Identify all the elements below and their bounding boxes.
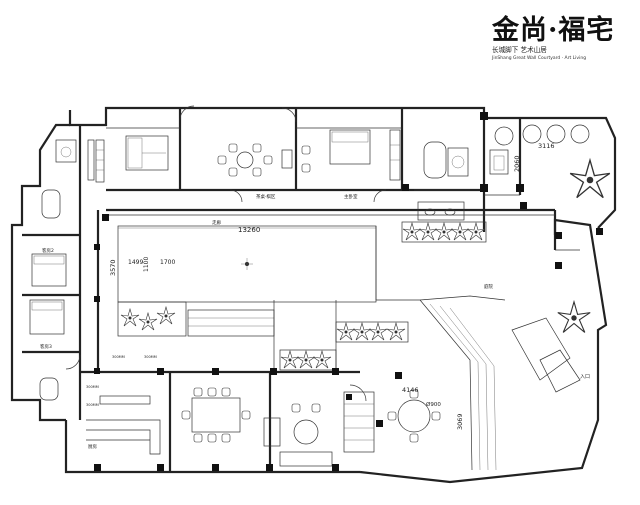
right-courtyard <box>494 124 611 393</box>
room-bedroom3: 客房3 <box>40 343 52 350</box>
corridor-planters <box>279 221 487 371</box>
brand-block: 金尚·福宅 长城脚下 艺术山居 JinShang Great Wall Cour… <box>492 16 638 62</box>
dim-1700: 1700 <box>160 259 175 266</box>
brand-title: 金尚·福宅 <box>492 15 615 46</box>
left-wing <box>22 139 95 401</box>
mark-c: 300MM <box>86 385 99 389</box>
dim-1499: 1499 <box>128 259 143 266</box>
room-bedroom2: 客房2 <box>42 247 54 254</box>
mark-b: 300MM <box>144 355 157 359</box>
dim-3116: 3116 <box>538 142 555 150</box>
bottom-rooms <box>80 299 497 472</box>
dimension-labels: 13260 3570 1499 1100 1700 3116 2060 4146… <box>109 142 555 430</box>
dim-13260: 13260 <box>238 226 260 234</box>
outer-walls <box>10 106 617 484</box>
brand-english: JinShang Great Wall Courtyard · Art Livi… <box>492 56 587 61</box>
room-tea: 茶桌·棋区 <box>256 193 276 200</box>
columns <box>94 112 603 471</box>
room-master: 主卧室 <box>344 193 358 200</box>
brand-subtitle: 长城脚下 艺术山居 <box>492 46 547 54</box>
dim-1100: 1100 <box>143 257 150 272</box>
small-marks: 300MM 300MM 300MM 300MM <box>86 355 157 407</box>
room-kitchen: 厨房 <box>88 443 97 450</box>
room-labels: 茶桌·棋区 主卧室 走廊 庭院 客房2 客房3 厨房 入口 <box>40 193 590 450</box>
dim-2060: 2060 <box>513 155 521 172</box>
mark-a: 300MM <box>112 355 125 359</box>
dim-3069: 3069 <box>456 413 464 430</box>
dim-3570: 3570 <box>109 259 117 276</box>
room-entrance: 入口 <box>580 374 590 380</box>
mark-d: 300MM <box>86 403 99 407</box>
room-courtyard: 庭院 <box>484 283 493 290</box>
dim-4146: 4146 <box>402 386 419 394</box>
courtyard <box>106 214 555 372</box>
top-rooms <box>95 105 509 221</box>
dim-900: Ø900 <box>426 401 441 408</box>
room-corridor: 走廊 <box>212 219 221 226</box>
